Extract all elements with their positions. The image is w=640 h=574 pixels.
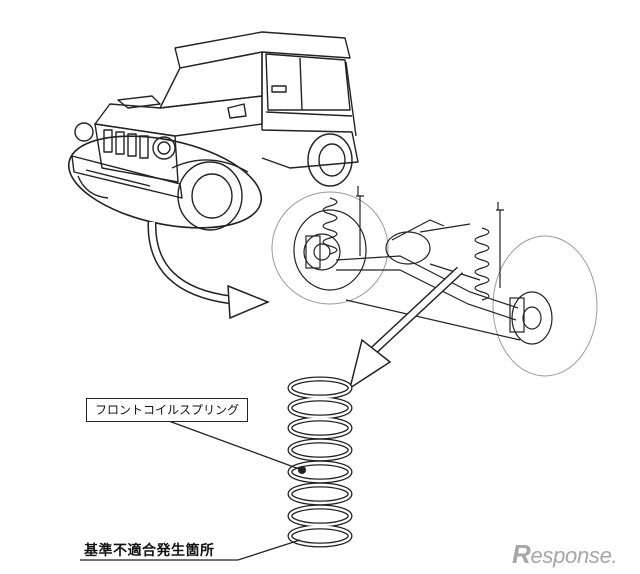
watermark-initial: R bbox=[512, 539, 531, 569]
front-axle-assembly bbox=[271, 186, 598, 377]
spring-label-leader bbox=[165, 419, 303, 471]
defect-leader bbox=[80, 539, 301, 561]
straight-arrow bbox=[348, 266, 464, 390]
vehicle-illustration bbox=[71, 31, 359, 231]
spring-name-label: フロントコイルスプリング bbox=[86, 398, 248, 422]
watermark-rest: esponse. bbox=[530, 543, 618, 568]
spring-label-dot bbox=[298, 466, 306, 474]
highlight-ellipse bbox=[67, 135, 263, 229]
response-watermark: Response. bbox=[512, 539, 618, 570]
curved-arrow bbox=[147, 221, 270, 320]
defect-location-label: 基準不適合発生箇所 bbox=[84, 543, 215, 559]
